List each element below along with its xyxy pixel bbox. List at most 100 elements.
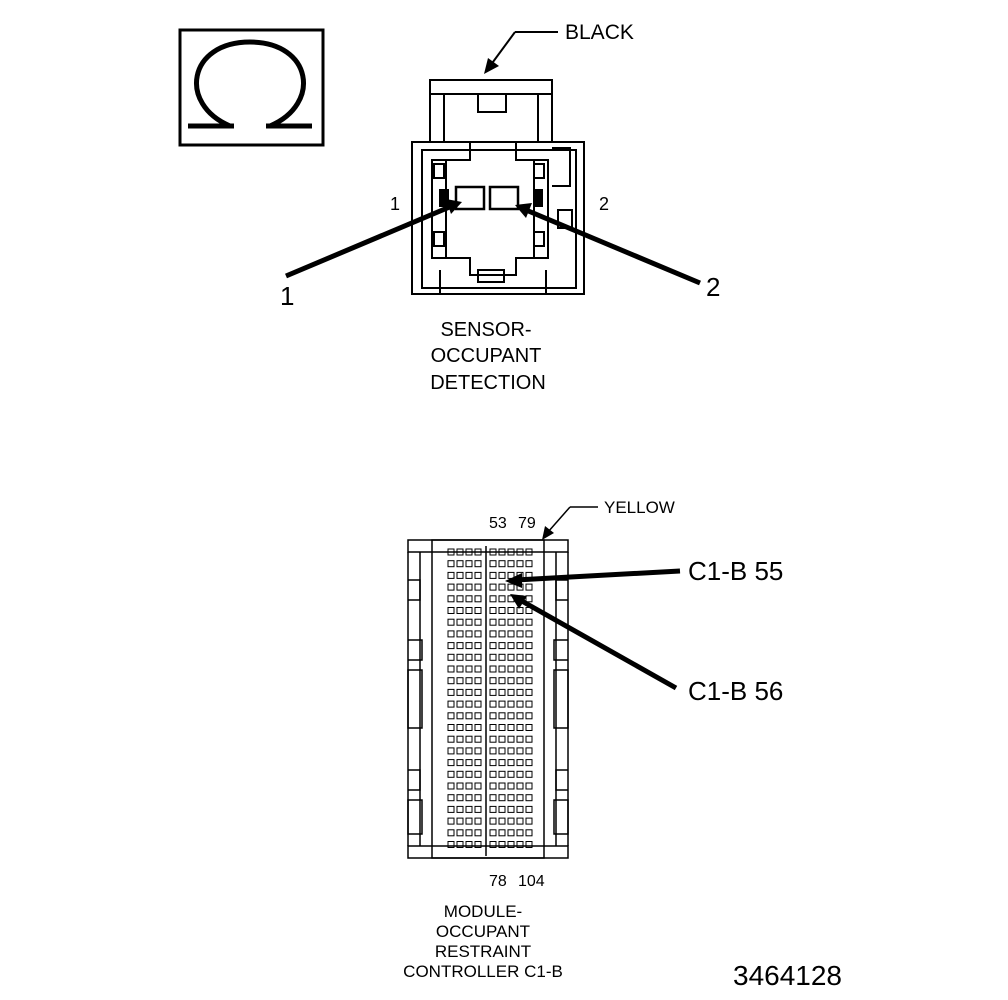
pin-cavity — [465, 724, 473, 731]
pin-cavity — [507, 548, 515, 556]
pin-cavity — [498, 595, 506, 603]
pin-cavity — [507, 712, 515, 720]
pin-cavity — [465, 653, 473, 661]
pin-cavity — [465, 618, 473, 626]
pin-cavity — [498, 548, 506, 556]
pin-cavity — [465, 665, 473, 673]
pin-cavity — [507, 700, 515, 708]
pin-cavity — [525, 735, 533, 743]
pin-cavity — [489, 805, 497, 813]
pin-cavity — [456, 712, 464, 720]
pin-cavity — [465, 571, 473, 579]
pin-cavity — [447, 642, 455, 650]
pin-label-78: 78 — [489, 873, 507, 890]
pin-cavity — [456, 724, 464, 731]
pin-cavity — [525, 770, 533, 778]
pin-cavity — [507, 735, 515, 743]
pin-cavity — [474, 759, 482, 767]
pin-cavity — [465, 595, 473, 603]
pin-cavity — [507, 665, 515, 673]
pin-cavity — [525, 583, 533, 591]
pin-cavity — [456, 817, 464, 825]
pin-cavity — [465, 817, 473, 825]
pin-cavity — [465, 735, 473, 743]
pin-cavity — [498, 583, 506, 591]
pin-cavity — [489, 794, 497, 802]
pin-cavity — [447, 735, 455, 743]
pin-cavity — [489, 759, 497, 767]
pin-cavity — [516, 700, 524, 708]
pin-cavity — [516, 712, 524, 720]
pin-cavity — [465, 759, 473, 767]
pin-cavity — [474, 607, 482, 614]
pin-cavity — [474, 560, 482, 568]
pin-cavity — [447, 841, 455, 848]
sensor-title-line-2: OCCUPANT — [431, 345, 542, 367]
pin-cavity — [474, 841, 482, 848]
pin-cavity — [489, 829, 497, 837]
pin-cavity — [465, 548, 473, 556]
pin-cavity — [489, 607, 497, 614]
pin-cavity — [525, 688, 533, 696]
pin-cavity — [525, 724, 533, 731]
pin-cavity — [516, 770, 524, 778]
pin-cavity — [525, 759, 533, 767]
pin-cavity — [474, 642, 482, 650]
pin-label-104: 104 — [518, 873, 545, 890]
pin-cavity — [474, 571, 482, 579]
module-color-label: YELLOW — [604, 498, 675, 517]
pin-cavity — [498, 747, 506, 755]
pin-label-53: 53 — [489, 515, 507, 532]
pin-cavity — [465, 700, 473, 708]
pin-cavity — [498, 653, 506, 661]
pin-cavity — [507, 583, 515, 591]
pin-cavity — [516, 642, 524, 650]
module-title-line-1: MODULE- — [444, 902, 522, 921]
pin-cavity — [474, 665, 482, 673]
pin-cavity — [507, 817, 515, 825]
pin-cavity — [507, 841, 515, 848]
pin-cavity — [516, 724, 524, 731]
pin-cavity — [465, 770, 473, 778]
pin-cavity — [525, 665, 533, 673]
pin-cavity — [489, 700, 497, 708]
pin-cavity — [507, 759, 515, 767]
pin-cavity — [489, 841, 497, 848]
pin-cavity — [465, 688, 473, 696]
pin-cavity — [489, 560, 497, 568]
pin-cavity — [498, 630, 506, 638]
pin-cavity — [447, 688, 455, 696]
pin-cavity — [498, 642, 506, 650]
pin-cavity — [465, 560, 473, 568]
figure-number: 3464128 — [733, 960, 842, 991]
pin-cavity — [516, 677, 524, 685]
pin-cavity — [498, 817, 506, 825]
pin-cavity — [516, 618, 524, 626]
pin-cavity — [465, 829, 473, 837]
module-connector — [407, 506, 598, 859]
pin-cavity — [474, 700, 482, 708]
pin-cavity — [474, 653, 482, 661]
pin-cavity — [474, 770, 482, 778]
pin-cavity — [456, 571, 464, 579]
pin-cavity — [516, 841, 524, 848]
pin-cavity — [507, 677, 515, 685]
ohm-icon — [178, 28, 325, 147]
pin-cavity — [516, 829, 524, 837]
pin-cavity — [525, 653, 533, 661]
pin-cavity — [474, 747, 482, 755]
pin-cavity — [474, 595, 482, 603]
pin-cavity — [525, 677, 533, 685]
pin-cavity — [447, 770, 455, 778]
pin-cavity — [465, 607, 473, 614]
pin-cavity — [525, 642, 533, 650]
pin-cavity — [456, 688, 464, 696]
pin-cavity — [498, 794, 506, 802]
pin-cavity — [516, 630, 524, 638]
pin-cavity — [456, 700, 464, 708]
pin-cavity — [465, 712, 473, 720]
pin-cavity — [474, 724, 482, 731]
pin-cavity — [525, 794, 533, 802]
pin-cavity — [507, 747, 515, 755]
